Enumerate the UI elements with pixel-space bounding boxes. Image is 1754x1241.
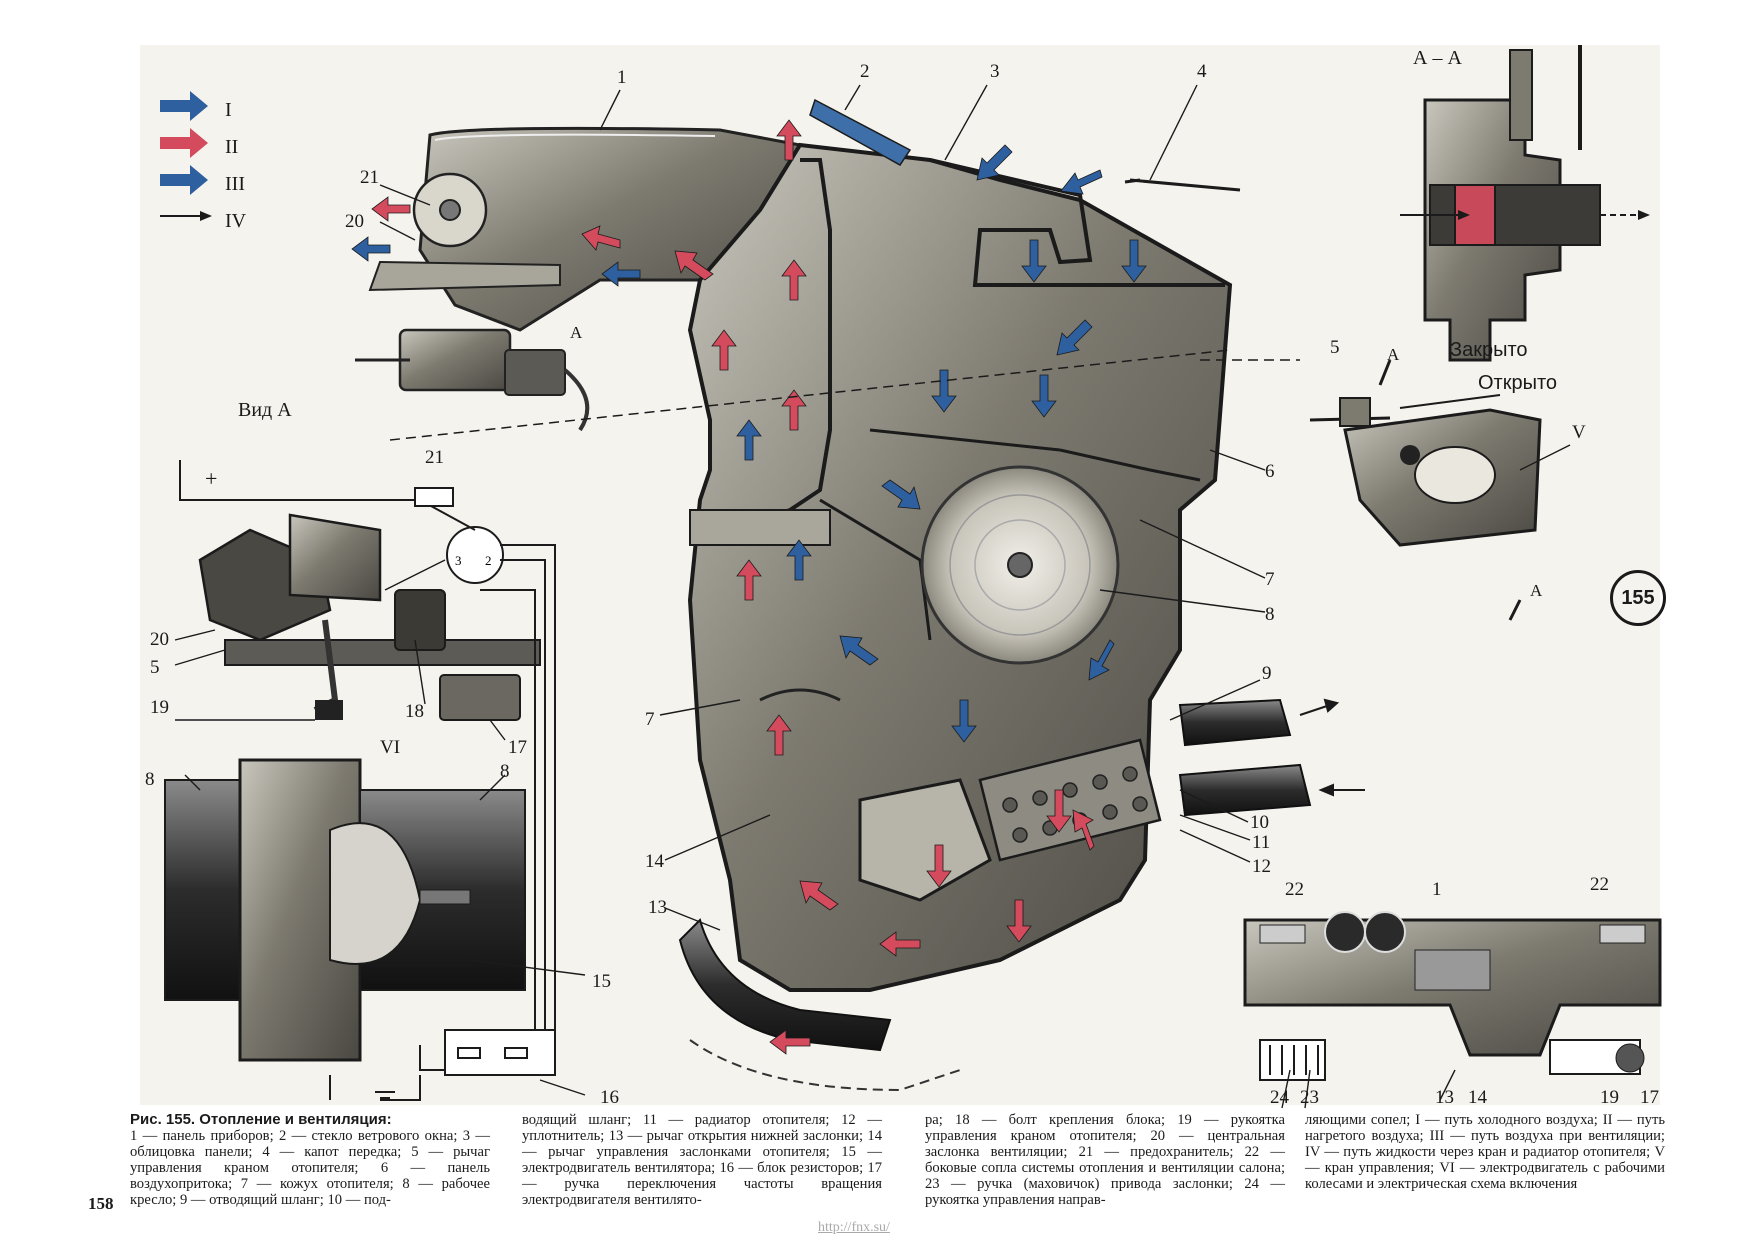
- arrow-cold-air-icon: [160, 91, 208, 121]
- lower-flap: [759, 688, 992, 902]
- callout-1-dashboard: 1: [1432, 879, 1442, 900]
- callout-17: 17: [508, 737, 527, 758]
- caption-column-4: ляющими сопел; I — путь холодного воздух…: [1305, 1112, 1665, 1192]
- callout-v: V: [1572, 422, 1586, 443]
- caption-column-1: Рис. 155. Отопление и вентиляция: 1 — па…: [130, 1111, 490, 1209]
- callout-13: 13: [648, 897, 667, 918]
- arrow-ventilation-icon: [160, 165, 208, 195]
- page-number: 158: [88, 1194, 114, 1213]
- central-vent-flap: [368, 172, 561, 292]
- windshield-glass: [809, 98, 912, 166]
- callout-3: 3: [990, 61, 1000, 82]
- callout-8-left: 8: [145, 769, 155, 790]
- caption-text-1: 1 — панель приборов; 2 — стекло ветровог…: [130, 1128, 490, 1208]
- valve-open-label: Открыто: [1478, 372, 1558, 394]
- hoses: [678, 698, 1312, 1092]
- section-aa-label: А – А: [1413, 47, 1462, 69]
- callout-22-left: 22: [1285, 879, 1304, 900]
- callout-8-right: 8: [1265, 604, 1275, 625]
- callout-24: 24: [1270, 1087, 1289, 1108]
- view-a-label: Вид А: [238, 399, 292, 421]
- callout-13-dashboard: 13: [1435, 1087, 1454, 1108]
- callout-17-dashboard: 17: [1640, 1087, 1659, 1108]
- svg-text:3: 3: [455, 553, 462, 568]
- callout-leaders: [174, 84, 1571, 1109]
- callout-21-top: 21: [360, 167, 379, 188]
- callout-14: 14: [645, 851, 664, 872]
- dashboard-view: [1243, 911, 1662, 1081]
- callout-7-left: 7: [645, 709, 655, 730]
- valve-closed-label: Закрыто: [1450, 339, 1528, 361]
- callout-18: 18: [405, 701, 424, 722]
- cowl-panel: [929, 158, 1241, 287]
- arrow-a-label-2: А: [1387, 345, 1400, 364]
- legend-arrows: [160, 91, 212, 221]
- callout-20-control: 20: [150, 629, 169, 650]
- callout-21-wiring: 21: [425, 447, 444, 468]
- air-flow-arrows: [351, 119, 1147, 1055]
- source-link[interactable]: http://fnx.su/: [818, 1220, 890, 1235]
- callout-23: 23: [1300, 1087, 1319, 1108]
- callout-1: 1: [617, 67, 627, 88]
- control-valve-v: [389, 349, 1542, 621]
- arrow-a-label-1: А: [570, 323, 583, 342]
- legend-label-i: I: [225, 99, 232, 121]
- figure-number-badge: 155: [1610, 570, 1666, 626]
- svg-text:2: 2: [485, 553, 492, 568]
- callout-8-motor: 8: [500, 761, 510, 782]
- callout-9: 9: [1262, 663, 1272, 684]
- legend-label-ii: II: [225, 136, 239, 158]
- vent-actuator: [355, 328, 590, 432]
- callout-6: 6: [1265, 461, 1275, 482]
- caption-column-3: ра; 18 — болт крепления блока; 19 — руко…: [925, 1112, 1285, 1208]
- caption-column-2: водящий шланг; 11 — радиатор отопителя; …: [522, 1112, 882, 1208]
- blower-motor-assembly: [164, 758, 526, 1062]
- arrow-warm-air-icon: [160, 128, 208, 158]
- callout-vi: VI: [380, 737, 401, 758]
- callout-4: 4: [1197, 61, 1207, 82]
- callout-11: 11: [1252, 832, 1271, 853]
- plus-terminal-label: +: [205, 466, 218, 491]
- valve-section-aa: [1400, 45, 1650, 362]
- callout-19-dashboard: 19: [1600, 1087, 1619, 1108]
- callout-20-top: 20: [345, 211, 364, 232]
- callout-7-right: 7: [1265, 569, 1275, 590]
- callout-22-right: 22: [1590, 874, 1609, 895]
- callout-16: 16: [600, 1087, 619, 1108]
- wiring-diagram: [179, 460, 556, 1101]
- callout-12: 12: [1252, 856, 1271, 877]
- legend-label-iii: III: [225, 173, 245, 195]
- caption-title: Рис. 155. Отопление и вентиляция:: [130, 1111, 392, 1128]
- arrow-liquid-icon: [200, 211, 212, 221]
- callout-10: 10: [1250, 812, 1269, 833]
- callout-5-right: 5: [1330, 337, 1340, 358]
- callout-2: 2: [860, 61, 870, 82]
- callout-19: 19: [150, 697, 169, 718]
- hose-flow-arrows: [1299, 698, 1365, 797]
- callout-15: 15: [592, 971, 611, 992]
- legend-label-iv: IV: [225, 210, 247, 232]
- blower-fan: [920, 465, 1120, 665]
- callout-5-control: 5: [150, 657, 160, 678]
- callout-14-dashboard: 14: [1468, 1087, 1487, 1108]
- arrow-a-label-3: А: [1530, 581, 1543, 600]
